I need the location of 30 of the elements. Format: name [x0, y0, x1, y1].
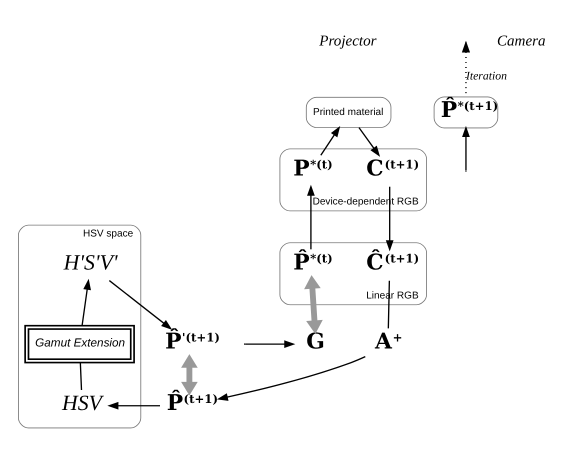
arrow — [304, 275, 323, 334]
node-box: Gamut Extension — [24, 324, 135, 364]
arrow — [108, 280, 172, 330]
arrow — [307, 184, 315, 250]
node-text: P̂$^{'(t+1)}$ — [165, 330, 220, 355]
connector — [388, 280, 390, 328]
node-text: Ĉ$^{(t+1)}$ — [366, 250, 420, 276]
node-text: P̂$^{(t+1)}$ — [166, 391, 218, 416]
arrow — [462, 126, 470, 170]
arrow — [81, 278, 91, 326]
node-text: P$^{*(t)}$ — [293, 156, 333, 182]
node-text: HSV — [62, 391, 102, 416]
node-text: P̂$^{*(t)}$ — [293, 250, 333, 276]
arrow — [181, 354, 198, 396]
node-box: Printed material — [306, 96, 392, 128]
label: Projector — [319, 33, 377, 50]
node-text: A$^{+}$ — [375, 330, 402, 355]
arrow — [320, 126, 340, 156]
arrow — [216, 356, 366, 401]
arrow — [107, 402, 160, 410]
node-text: G — [306, 330, 325, 355]
edge-label: Iteration — [466, 69, 507, 82]
node-text: H'S'V' — [64, 250, 118, 274]
connector — [80, 362, 82, 390]
node-box: P̂$^{*(t+1)}$ — [434, 96, 498, 128]
arrow — [245, 340, 296, 348]
node-text: C$^{(t+1)}$ — [366, 156, 420, 182]
arrow — [386, 186, 394, 252]
label: Camera — [496, 33, 546, 50]
arrow — [358, 127, 380, 157]
